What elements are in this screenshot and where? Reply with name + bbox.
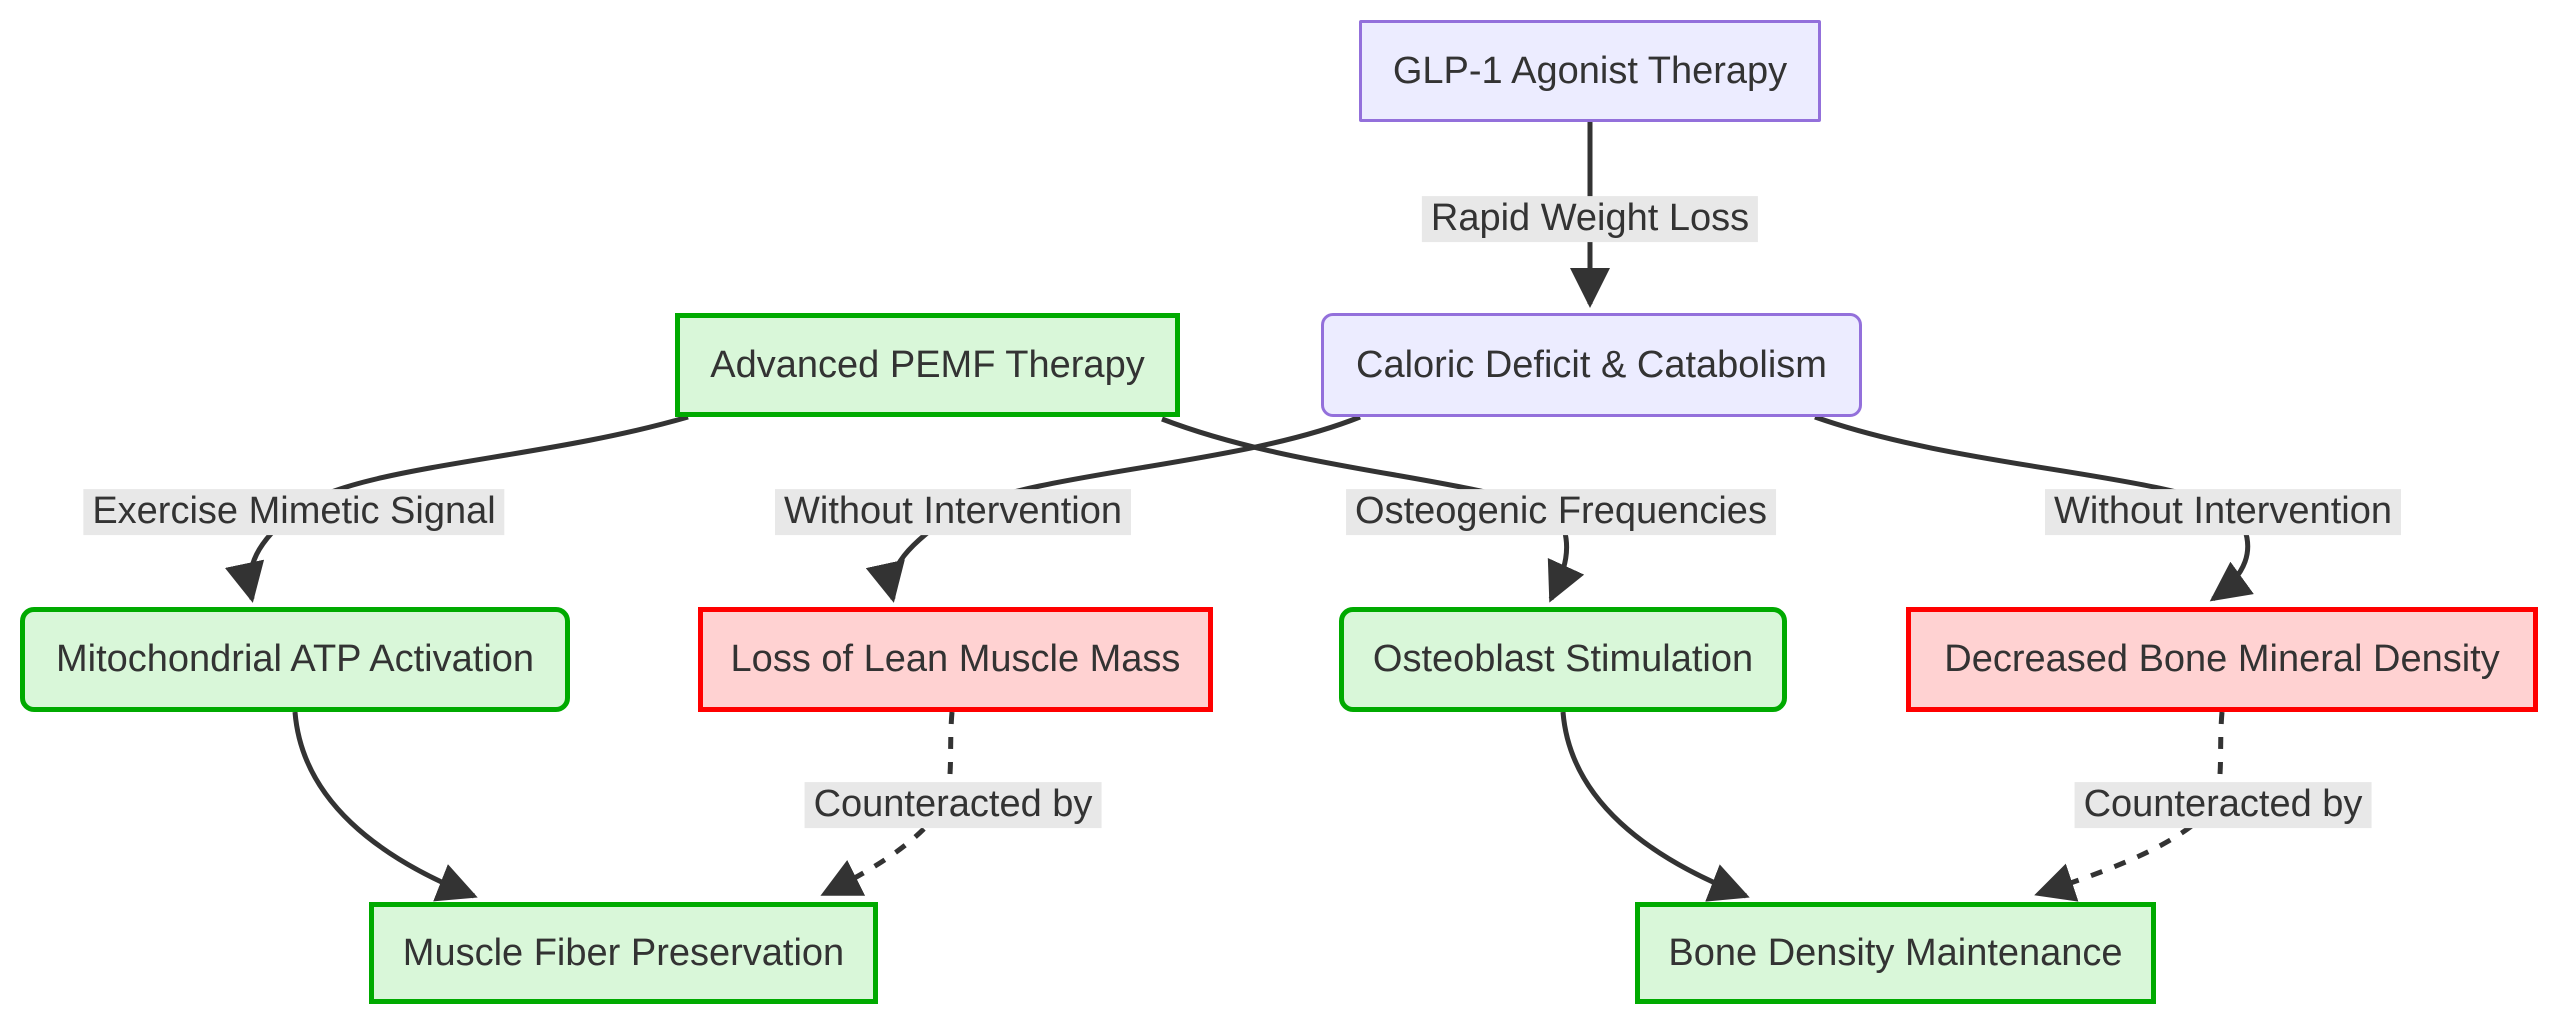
edge-label-counteracted-by-right: Counteracted by bbox=[2074, 782, 2372, 828]
node-caloric-deficit-catabolism: Caloric Deficit & Catabolism bbox=[1321, 313, 1862, 417]
edge-osteo-to-bonedens bbox=[1560, 711, 1750, 902]
edge-label-osteogenic-frequencies: Osteogenic Frequencies bbox=[1346, 489, 1776, 535]
edge-mito-to-fiber bbox=[292, 711, 478, 902]
edge-label-counteracted-by-left: Counteracted by bbox=[804, 782, 1102, 828]
edge-pemf-to-mito bbox=[224, 414, 689, 603]
node-loss-of-lean-muscle-mass: Loss of Lean Muscle Mass bbox=[698, 607, 1213, 712]
node-bone-density-maintenance: Bone Density Maintenance bbox=[1635, 902, 2156, 1004]
edge-label-exercise-mimetic-signal: Exercise Mimetic Signal bbox=[83, 489, 505, 535]
edge-label-without-intervention-right: Without Intervention bbox=[2045, 489, 2401, 535]
node-osteoblast-stimulation: Osteoblast Stimulation bbox=[1339, 607, 1787, 712]
node-decreased-bone-mineral-density: Decreased Bone Mineral Density bbox=[1906, 607, 2538, 712]
edge-loss-to-fiber-dotted bbox=[820, 711, 955, 897]
node-mitochondrial-atp-activation: Mitochondrial ATP Activation bbox=[20, 607, 570, 712]
edge-label-without-intervention-left: Without Intervention bbox=[775, 489, 1131, 535]
node-muscle-fiber-preservation: Muscle Fiber Preservation bbox=[369, 902, 878, 1004]
node-glp1-agonist-therapy: GLP-1 Agonist Therapy bbox=[1359, 20, 1821, 122]
edge-label-rapid-weight-loss: Rapid Weight Loss bbox=[1421, 196, 1759, 242]
node-advanced-pemf-therapy: Advanced PEMF Therapy bbox=[675, 313, 1180, 417]
